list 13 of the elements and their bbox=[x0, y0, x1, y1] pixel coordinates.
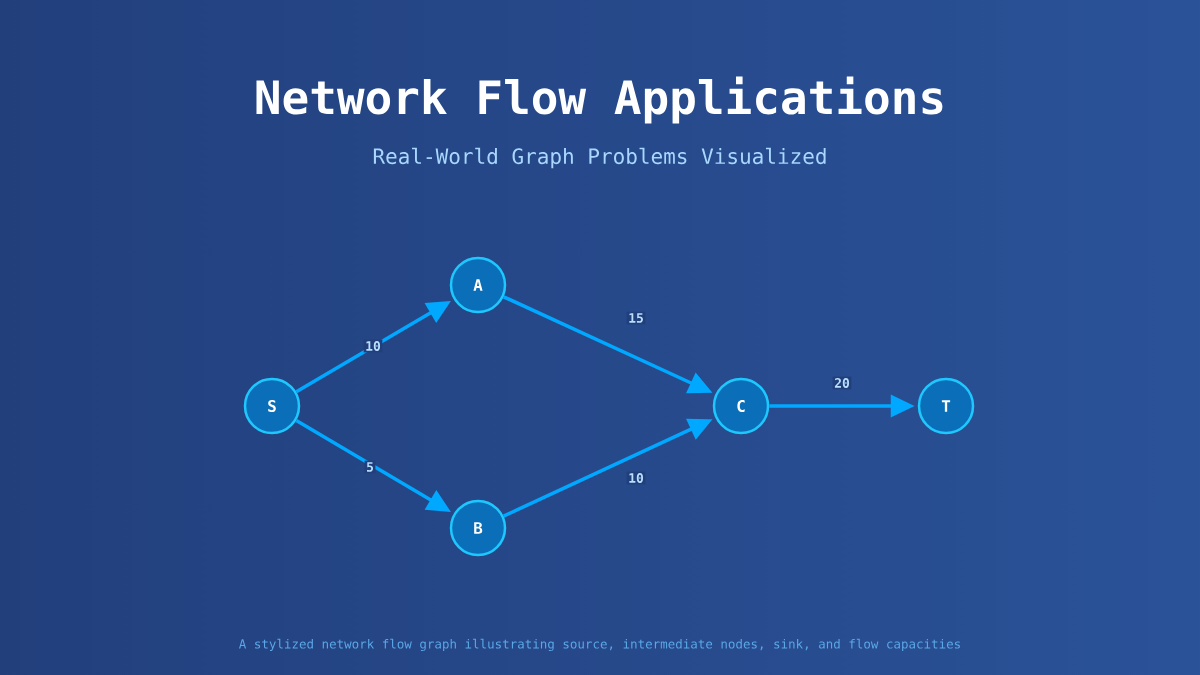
edge-label: 20 bbox=[834, 378, 850, 388]
caption: A stylized network flow graph illustrating source, intermediate nodes, sink, and flow capacities bbox=[239, 638, 960, 652]
graph-node: S bbox=[243, 377, 301, 435]
graph-node: B bbox=[449, 499, 507, 557]
edge-label: 15 bbox=[629, 313, 643, 323]
edge-label: 10 bbox=[629, 473, 644, 483]
graph-node: C bbox=[712, 377, 770, 435]
subtitle: Real-World Graph Problems Visualized bbox=[373, 147, 826, 169]
edge-label: 10 bbox=[366, 341, 381, 351]
title: Network Flow Applications bbox=[256, 76, 943, 124]
graph-node: A bbox=[449, 256, 507, 314]
edge-label: 5 bbox=[367, 462, 374, 472]
graph-node: T bbox=[917, 377, 975, 435]
